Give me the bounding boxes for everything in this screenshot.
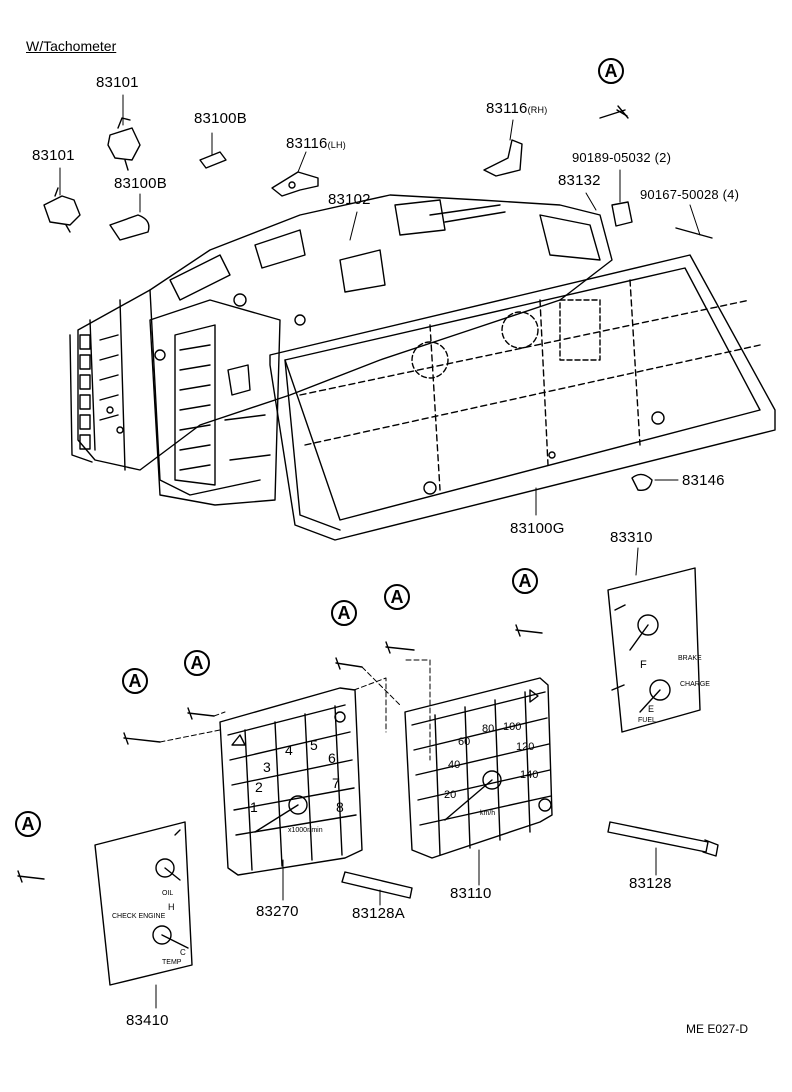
label-fuel-gauge: 83310 (610, 529, 653, 546)
fuel-dial-text: F E FUEL BRAKE CHARGE (638, 655, 710, 724)
bulb-sockets-drawing (43, 117, 227, 241)
charge-label: CHARGE (680, 681, 710, 688)
temp-hot-mark: H (168, 902, 175, 912)
brackets-drawing (271, 105, 713, 491)
tach-scale-6: 6 (328, 750, 336, 766)
label-cushion: 83146 (682, 472, 725, 489)
label-bulb-socket-upper: 83101 (96, 74, 139, 91)
speed-scale-120: 120 (516, 741, 534, 753)
brake-label: BRAKE (678, 655, 702, 662)
label-nut: 90189-05032 (2) (572, 150, 672, 165)
speed-scale-20: 20 (444, 789, 456, 801)
tach-scale-8: 8 (336, 799, 344, 815)
tach-dial-text: 1 2 3 4 5 6 7 8 x1000r/min (250, 737, 344, 834)
callout-a-speedo-left: A (384, 584, 410, 610)
tachometer-drawing (219, 687, 363, 876)
speed-unit: km/h (480, 810, 495, 817)
label-bracket-rh-side: (RH) (527, 105, 548, 115)
label-tachometer: 83270 (256, 903, 299, 920)
label-lens-case: 83100G (510, 520, 565, 537)
label-shaft-short: 83128A (352, 905, 405, 922)
callout-a-tach-mid: A (184, 650, 210, 676)
callout-a-top: A (598, 58, 624, 84)
speedometer-drawing (404, 677, 553, 859)
label-speedometer: 83110 (450, 885, 492, 902)
fuel-empty-mark: E (648, 704, 654, 714)
fuel-label: FUEL (638, 717, 656, 724)
tach-scale-3: 3 (263, 759, 271, 775)
label-screw: 90167-50028 (4) (640, 187, 740, 202)
label-bracket-lh: 83116(LH) (286, 136, 346, 151)
temp-dial-text: CHECK ENGINE OIL H C TEMP (112, 890, 186, 966)
label-bulb-upper: 83100B (194, 110, 247, 127)
speed-scale-100: 100 (503, 721, 521, 733)
tach-scale-4: 4 (285, 742, 293, 758)
callout-a-tach-right: A (331, 600, 357, 626)
circuit-plate-drawing (69, 194, 613, 506)
check-label: CHECK ENGINE (112, 913, 166, 920)
label-retainer: 83132 (558, 172, 601, 189)
label-bulb-lower: 83100B (114, 175, 167, 192)
callout-a-tach-left: A (122, 668, 148, 694)
variant-title: W/Tachometer (26, 38, 117, 54)
diagram-code: ME E027-D (686, 1022, 749, 1036)
label-bracket-rh-number: 83116 (486, 100, 528, 117)
oil-label: OIL (162, 890, 173, 897)
tach-scale-7: 7 (332, 775, 340, 791)
callout-a-speedo-right: A (512, 568, 538, 594)
speed-scale-80: 80 (482, 723, 494, 735)
temp-label: TEMP (162, 959, 182, 966)
label-shaft-long: 83128 (629, 875, 672, 892)
fuel-gauge-drawing (607, 567, 701, 733)
tach-scale-5: 5 (310, 737, 318, 753)
tach-scale-2: 2 (255, 779, 263, 795)
label-water-temp-gauge: 83410 (126, 1012, 169, 1029)
lens-case-drawing (269, 254, 776, 541)
leader-lines (59, 94, 701, 1009)
shafts-drawing (341, 821, 719, 899)
tach-scale-1: 1 (250, 799, 258, 815)
screws-drawing (17, 109, 628, 883)
temp-cold-mark: C (180, 948, 186, 957)
tach-unit: x1000r/min (288, 827, 323, 834)
label-bulb-socket-left: 83101 (32, 147, 75, 164)
fuel-full-mark: F (640, 659, 647, 671)
label-circuit-plate: 83102 (328, 191, 371, 208)
callout-a-temp: A (15, 811, 41, 837)
speed-scale-40: 40 (448, 759, 460, 771)
label-bracket-lh-side: (LH) (327, 140, 346, 150)
speed-scale-140: 140 (520, 769, 538, 781)
label-bracket-rh: 83116(RH) (486, 101, 547, 116)
speed-dial-text: 20 40 60 80 100 120 140 km/h (444, 721, 538, 817)
speed-scale-60: 60 (458, 736, 470, 748)
label-bracket-lh-number: 83116 (286, 135, 328, 152)
temp-gauge-drawing (94, 821, 193, 986)
